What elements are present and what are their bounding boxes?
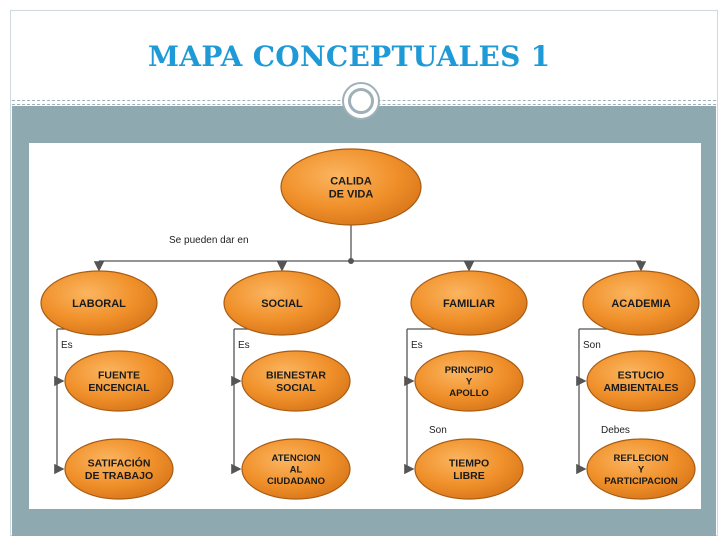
node-familiar-text: FAMILIAR xyxy=(443,298,495,310)
node-academia-child1-text: AMBIENTALES xyxy=(603,382,678,394)
node-familiar-shape xyxy=(410,270,528,336)
node-academia-text: ACADEMIA xyxy=(611,298,670,310)
node-social: SOCIAL xyxy=(223,270,341,336)
node-familiar-child1-text: Y xyxy=(466,376,473,387)
node-academia-shape xyxy=(582,270,700,336)
node-academia-child1-text: ESTUCIO xyxy=(618,370,665,382)
node-academia-child2-text: REFLECION xyxy=(614,453,669,464)
node-laboral-child1-shape xyxy=(64,350,174,412)
link-label-familiar-1: Es xyxy=(411,340,423,351)
node-academia: ACADEMIA xyxy=(582,270,700,336)
node-familiar-child2-text: LIBRE xyxy=(453,470,485,482)
node-calida-de-vida-shape xyxy=(280,148,422,226)
bottom-band xyxy=(12,509,716,536)
node-laboral-child2-text: SATIFACIÓN xyxy=(88,457,151,470)
node-social-text: SOCIAL xyxy=(261,298,303,310)
link-label-social-1: Es xyxy=(238,340,250,351)
node-familiar: FAMILIAR xyxy=(410,270,528,336)
node-laboral-child1-text: ENCENCIAL xyxy=(88,382,150,394)
link-label-laboral-1: Es xyxy=(61,340,73,351)
node-familiar-child2-shape xyxy=(414,438,524,500)
node-calida-de-vida-text: DE VIDA xyxy=(329,188,374,200)
node-calida-de-vida-text: CALIDA xyxy=(330,175,372,187)
node-familiar-child1-shape xyxy=(414,350,524,412)
node-familiar-child1-text: APOLLO xyxy=(449,388,489,399)
slide-title: MAPA CONCEPTUALES 1 xyxy=(148,40,551,73)
ring-ornament-inner xyxy=(348,88,374,114)
link-label-se-pueden-dar-en: Se pueden dar en xyxy=(169,235,249,246)
link-label-familiar-2: Son xyxy=(429,425,447,436)
node-social-child2-text: ATENCION xyxy=(272,453,321,464)
node-laboral-child2-text: DE TRABAJO xyxy=(85,470,153,482)
node-academia-child2-text: PARTICIPACION xyxy=(604,476,678,487)
node-laboral-child2-shape xyxy=(64,438,174,500)
node-social-child2-text: AL xyxy=(290,464,303,475)
node-social-child1-text: BIENESTAR xyxy=(266,370,326,382)
node-laboral: LABORAL xyxy=(40,270,158,336)
node-social-shape xyxy=(223,270,341,336)
node-laboral-text: LABORAL xyxy=(72,298,126,310)
link-label-academia-1: Son xyxy=(583,340,601,351)
node-social-child2-text: CIUDADANO xyxy=(267,476,325,487)
node-laboral-child1-text: FUENTE xyxy=(98,370,140,382)
node-social-child1-shape xyxy=(241,350,351,412)
node-laboral-shape xyxy=(40,270,158,336)
node-academia-child1-shape xyxy=(586,350,696,412)
node-familiar-child2-text: TIEMPO xyxy=(449,458,489,470)
node-social-child1-text: SOCIAL xyxy=(276,382,316,394)
node-social-child2-shape xyxy=(241,438,351,500)
link-label-academia-2: Debes xyxy=(601,425,630,436)
node-familiar-child1-text: PRINCIPIO xyxy=(445,365,494,376)
node-academia-child2-shape xyxy=(586,438,696,500)
connector-lines xyxy=(54,225,647,475)
ring-ornament-icon xyxy=(342,82,380,120)
node-academia-child2-text: Y xyxy=(638,464,645,475)
